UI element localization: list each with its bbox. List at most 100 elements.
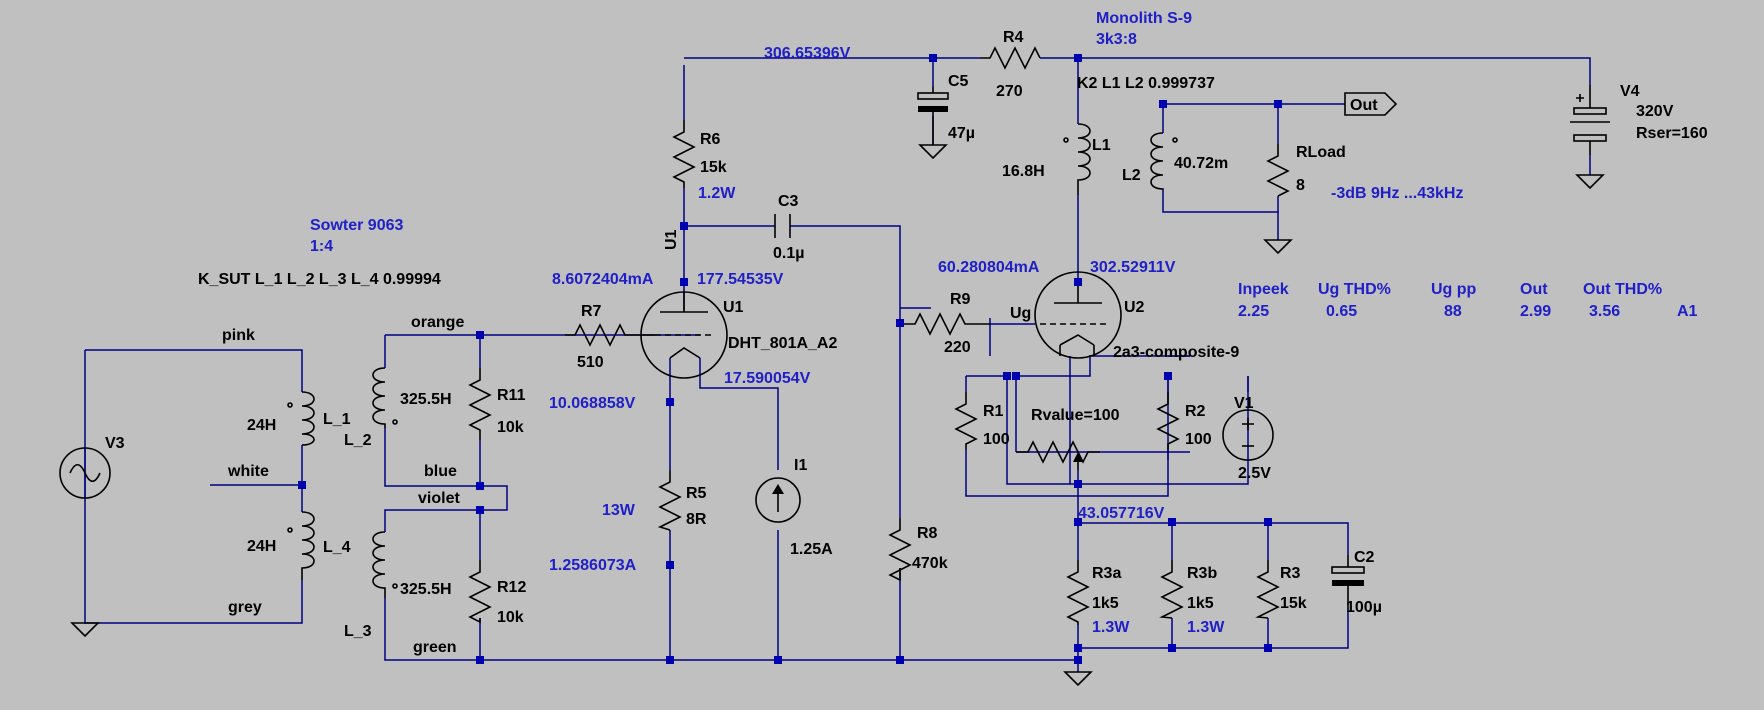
in-transformer-coupling: K_SUT L_1 L_2 L_3 L_4 0.99994 [198,271,441,288]
out-transformer-ratio: 3k3:8 [1096,31,1137,48]
value-r6: 15k [700,159,727,176]
probe-v-cath1: 10.068858V [549,395,636,412]
capacitor-c2 [1331,555,1365,610]
result-header: Inpeek [1238,281,1289,298]
value-r12: 10k [497,609,524,626]
value-r9: 220 [944,339,971,356]
output-flag-label: Out [1350,97,1378,114]
probe-i-r5: 1.2586073A [549,557,637,574]
out-transformer-coupling: K2 L1 L2 0.999737 [1077,75,1215,92]
value-c2: 100µ [1346,599,1382,616]
name-r5: R5 [686,485,707,502]
capacitor-c5 [917,86,949,145]
value-l2-output: 40.72m [1174,155,1228,172]
in-transformer-ratio: 1:4 [310,238,333,255]
out-transformer-model: Monolith S-9 [1096,10,1192,27]
u1-rotated-label: U1 [663,229,680,250]
result-value: 2.99 [1520,303,1551,320]
probe-i-u1: 8.6072404mA [552,271,654,288]
ground-symbols [70,144,1605,687]
model-u2: 2a3-composite-9 [1113,344,1239,361]
inductor-l4-primary [287,511,315,580]
probe-v-u2a: 302.52911V [1090,259,1176,276]
name-r4: R4 [1003,29,1024,46]
name-r3b: R3b [1187,565,1217,582]
source-v1 [1222,409,1274,461]
inductor-l1-output [1063,123,1091,195]
name-r12: R12 [497,579,526,596]
rser-v4: Rser=160 [1636,125,1708,142]
capacitor-c3 [774,214,791,238]
inductor-l2-secondary [372,367,398,428]
name-c5: C5 [948,73,969,90]
name-l1-output: L1 [1092,137,1111,154]
name-r9: R9 [950,291,971,308]
resistor-r4 [980,46,1041,70]
output-flag [1344,92,1398,116]
value-c5: 47µ [948,125,975,142]
value-r7: 510 [577,354,604,371]
value-r11: 10k [497,419,524,436]
result-header: Ug THD% [1318,281,1391,298]
value-rload: 8 [1296,177,1305,194]
name-u1: U1 [723,299,744,316]
resistor-r3b [1159,560,1184,619]
name-r3: R3 [1280,565,1301,582]
result-header: Out THD% [1583,281,1662,298]
value-c3: 0.1µ [773,245,804,262]
supply-v4 [1570,85,1610,155]
resistor-r12 [468,560,492,624]
name-l3-secondary: L_3 [344,623,372,640]
name-l2-output: L2 [1122,167,1141,184]
resistor-r7 [565,323,640,347]
probe-i-u2: 60.280804mA [938,259,1040,276]
value-l2-secondary: 325.5H [400,391,452,408]
name-v1: V1 [1234,395,1254,412]
name-l1-primary: L_1 [323,411,351,428]
name-l2-secondary: L_2 [344,432,372,449]
model-u1: DHT_801A_A2 [728,335,837,352]
name-c2: C2 [1354,549,1375,566]
power-r3b: 1.3W [1187,619,1225,636]
result-value: 0.65 [1326,303,1357,320]
inductor-l2-output [1150,132,1178,190]
resistor-r3 [1255,560,1280,619]
value-v4: 320V [1636,103,1674,120]
value-r1: 100 [983,431,1010,448]
triode-u2 [1034,271,1122,359]
name-r7: R7 [581,303,602,320]
name-l4-primary: L_4 [323,539,351,556]
junction-dots [298,54,1282,664]
resistor-r6 [672,120,696,188]
name-u2: U2 [1124,299,1145,316]
value-r8: 470k [912,555,948,572]
power-r5: 13W [602,502,636,519]
label-v3: V3 [105,435,125,452]
wire-label-violet: violet [418,490,460,507]
value-r2: 100 [1185,431,1212,448]
inductor-l3-secondary [372,531,398,598]
name-rload: RLoad [1296,144,1346,161]
value-l1-primary: 24H [247,417,276,434]
result-value: A1 [1677,303,1698,320]
value-r3a: 1k5 [1092,595,1119,612]
source-v3 [59,447,111,499]
name-r6: R6 [700,131,721,148]
wire-label-blue: blue [424,463,457,480]
value-v1: 2.5V [1238,465,1271,482]
wire-label-pink: pink [222,327,255,344]
current-source-i1 [755,477,801,523]
wire-label-grey: grey [228,599,262,616]
name-r8: R8 [917,525,938,542]
result-value: 2.25 [1238,303,1269,320]
resistor-rload [1266,144,1290,197]
resistor-r5 [657,470,682,531]
probe-v-fil1: 17.590054V [724,370,811,387]
wire-label-white: white [227,463,269,480]
name-c3: C3 [778,193,799,210]
resistor-r3a [1066,560,1090,625]
probe-v-top: 306.65396V [764,45,851,62]
results-table: Inpeek Ug THD% Ug pp Out Out THD% 2.25 0… [1238,281,1698,320]
result-header: Out [1520,281,1548,298]
